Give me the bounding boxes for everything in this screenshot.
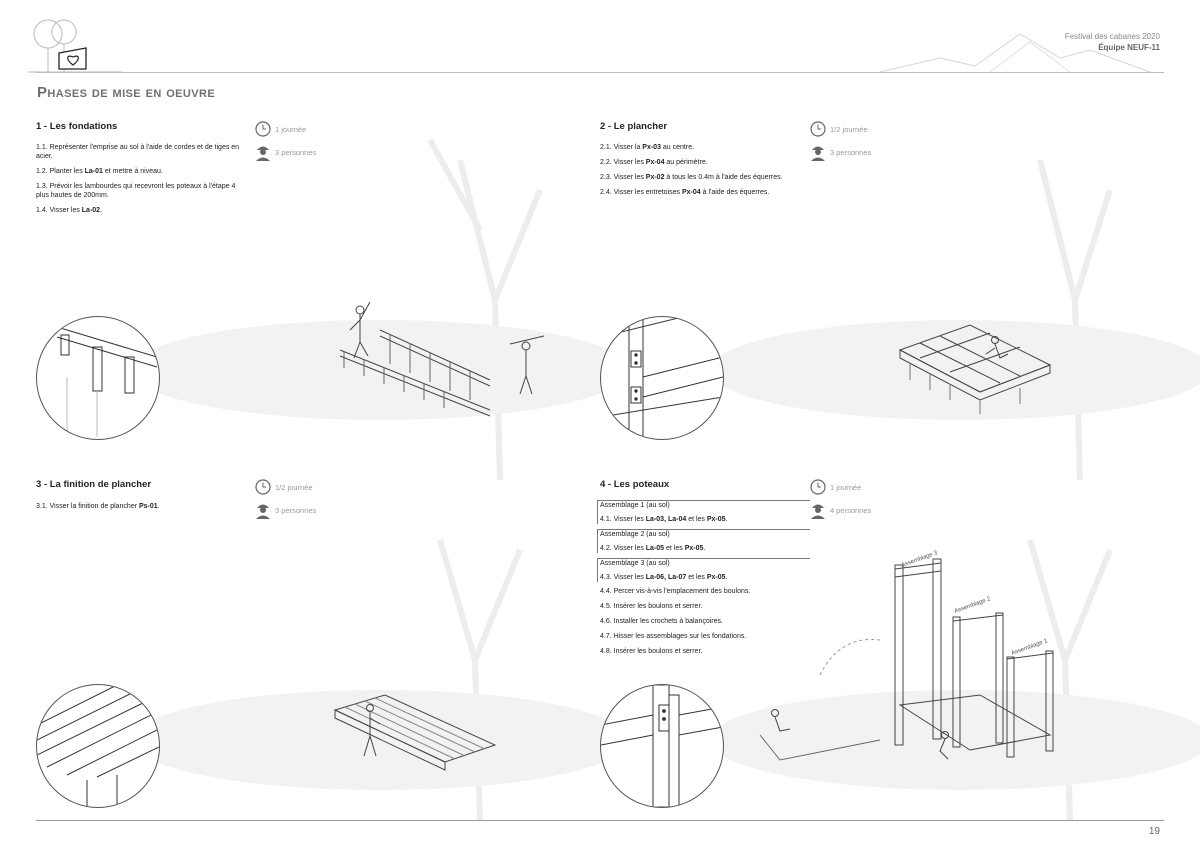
step-2-2: 2.2. Visser les Px-04 au périmètre. [600, 159, 708, 166]
post-detail-circle [600, 684, 724, 808]
worker-icon [256, 504, 270, 519]
clock-icon [810, 121, 826, 137]
foundation-illustration [339, 301, 545, 417]
clock-icon [810, 479, 826, 495]
page-number: 19 [1148, 826, 1160, 837]
floor-detail-circle [600, 316, 724, 440]
step-2-1: 2.1. Visser la Px-03 au centre. [600, 144, 695, 151]
mountains-decoration [880, 33, 1150, 73]
worker-icon [811, 146, 825, 161]
assembly-3: Assemblage 3 (au sol) 4.3. Visser les La… [597, 558, 810, 582]
section-2-title: 2 - Le plancher [600, 121, 668, 132]
assembly-2-label: Assemblage 2 (au sol) [600, 531, 670, 538]
step-1-1: 1.1. Représenter l'emprise au sol à l'ai… [36, 144, 240, 160]
assemblage-2-label: Assemblage 2 [954, 596, 992, 615]
duration-label: 1 journée [275, 124, 307, 134]
step-4-6: 4.6. Installer les crochets à balançoire… [600, 618, 723, 625]
people-label: 3 personnes [275, 505, 317, 515]
duration-label: 1/2 journée [830, 124, 868, 134]
step-4-5: 4.5. Insérer les boulons et serrer. [600, 603, 703, 610]
page-title: Phases de mise en oeuvre [37, 84, 216, 101]
step-4-2: 4.2. Visser les La-05 et les Px-05. [600, 545, 706, 552]
foundation-detail-circle [36, 316, 160, 440]
section-2-meta: 1/2 journée 3 personnes [810, 119, 871, 165]
background-trees [130, 138, 1200, 820]
worker-icon [811, 504, 825, 519]
footer-divider [36, 820, 1164, 821]
section-4-title: 4 - Les poteaux [600, 479, 670, 490]
floor-illustration [898, 324, 1052, 414]
worker-icon [256, 146, 270, 161]
step-2-3: 2.3. Visser les Px-02 à tous les 0.4m à … [600, 174, 783, 181]
step-1-3: 1.3. Prévoir les lambourdes qui recevron… [36, 183, 236, 199]
assembly-1-label: Assemblage 1 (au sol) [600, 502, 670, 509]
header-divider [36, 72, 1164, 73]
section-3-meta: 1/2 journée 3 personnes [255, 477, 316, 523]
section-4-steps: Assemblage 1 (au sol) 4.1. Visser les La… [597, 500, 810, 662]
section-3-title: 3 - La finition de plancher [36, 479, 152, 490]
step-1-4: 1.4. Visser les La-02. [36, 207, 103, 214]
section-2-steps: 2.1. Visser la Px-03 au centre. 2.2. Vis… [600, 143, 810, 203]
section-1-meta: 1 journée 3 personnes [255, 119, 316, 165]
duration-label: 1 journée [830, 482, 862, 492]
step-1-2: 1.2. Planter les La-01 et mettre à nivea… [36, 168, 163, 175]
assembly-3-label: Assemblage 3 (au sol) [600, 560, 670, 567]
team-name: Équipe NEUF-11 [1098, 43, 1160, 52]
event-header: Festival des cabanes 2020 Équipe NEUF-11 [1065, 31, 1160, 53]
clock-icon [255, 121, 271, 137]
step-4-1: 4.1. Visser les La-03, La-04 et les Px-0… [600, 516, 728, 523]
heart-cabin-logo-icon [57, 47, 89, 76]
people-label: 3 personnes [830, 147, 872, 157]
floor-finish-detail-circle [36, 684, 160, 808]
step-3-1: 3.1. Visser la finition de plancher Ps-0… [36, 503, 160, 510]
duration-label: 1/2 journée [275, 482, 313, 492]
step-2-4: 2.4. Visser les entretoises Px-04 à l'ai… [600, 189, 770, 196]
floor-finish-illustration [333, 694, 497, 771]
assembly-1: Assemblage 1 (au sol) 4.1. Visser les La… [597, 500, 810, 524]
section-1-steps: 1.1. Représenter l'emprise au sol à l'ai… [36, 143, 246, 221]
event-name: Festival des cabanes 2020 [1064, 32, 1160, 41]
step-4-8: 4.8. Insérer les boulons et serrer. [600, 648, 703, 655]
people-label: 4 personnes [830, 505, 872, 515]
posts-illustration: Assemblage 3 Assemblage 2 Assemblage 1 [759, 550, 1054, 761]
section-4-meta: 1 journée 4 personnes [810, 477, 871, 523]
assembly-2: Assemblage 2 (au sol) 4.2. Visser les La… [597, 529, 810, 553]
clock-icon [255, 479, 271, 495]
section-1-title: 1 - Les fondations [36, 121, 118, 132]
step-4-7: 4.7. Hisser les assemblages sur les fond… [600, 633, 747, 640]
step-4-3: 4.3. Visser les La-06, La-07 et les Px-0… [600, 574, 728, 581]
step-4-4: 4.4. Percer vis-à-vis l'emplacement des … [600, 588, 751, 595]
people-label: 3 personnes [275, 147, 317, 157]
section-3-steps: 3.1. Visser la finition de plancher Ps-0… [36, 502, 246, 517]
